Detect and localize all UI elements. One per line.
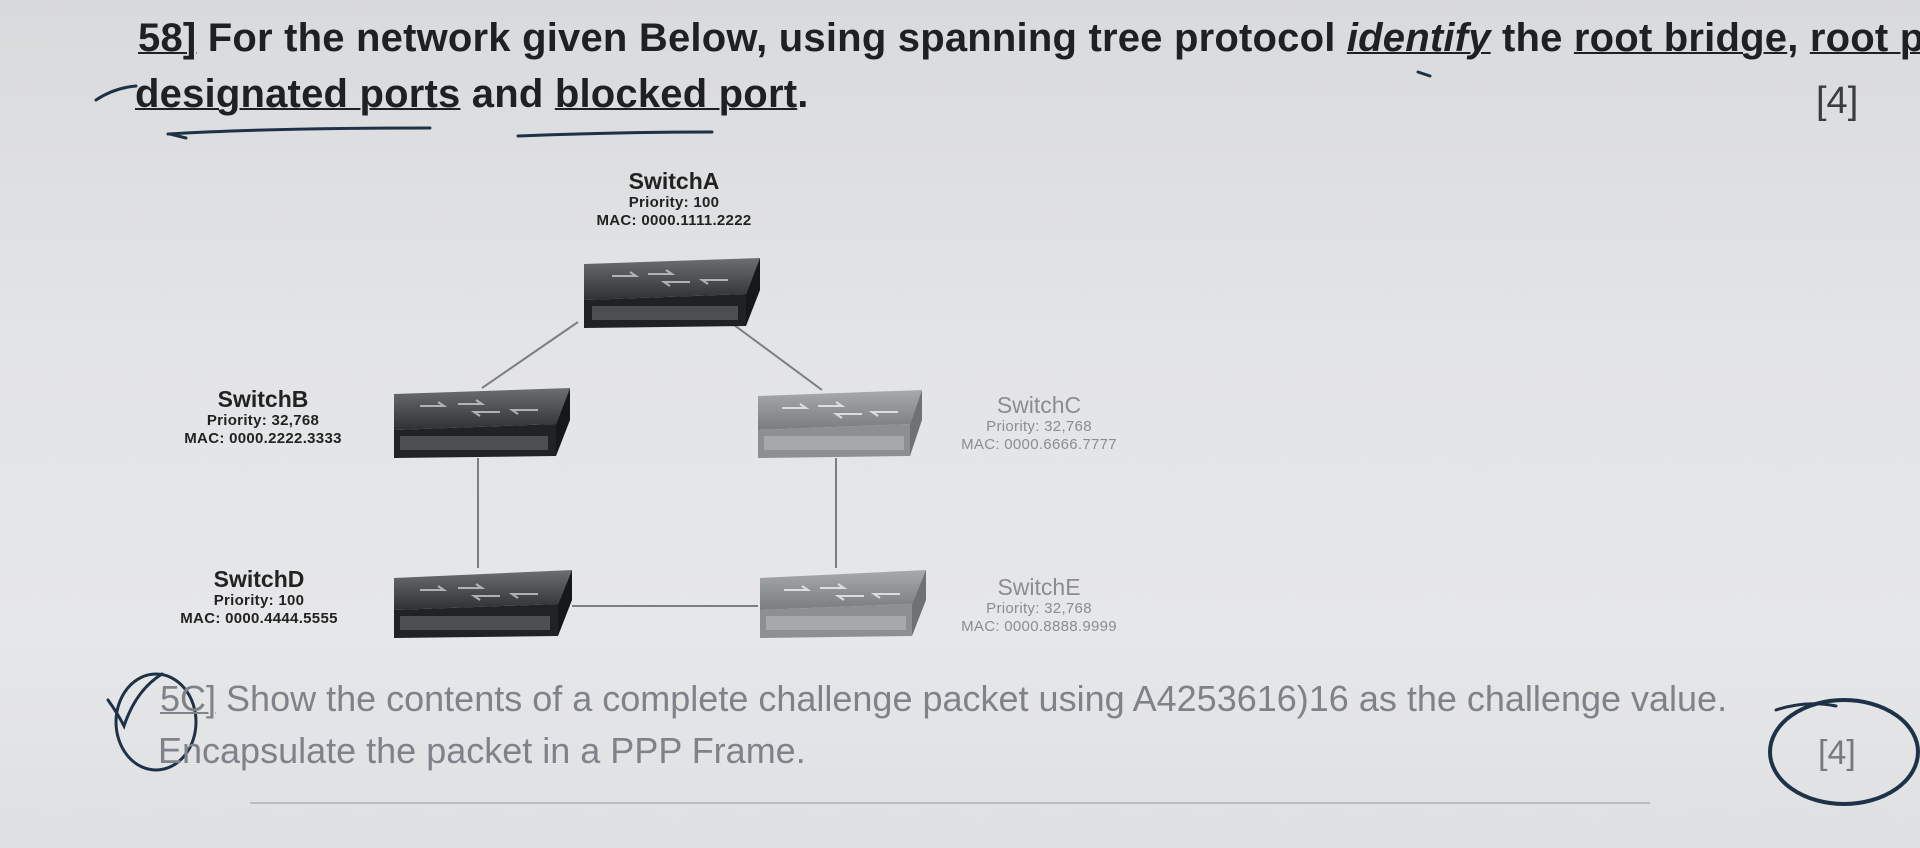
question-5c-line-1: 5C] Show the contents of a complete chal… — [160, 678, 1727, 720]
switch-d-label: SwitchD Priority: 100 MAC: 0000.4444.555… — [134, 566, 384, 627]
pen-check-5c — [106, 672, 164, 730]
switch-c-name: SwitchC — [996, 392, 1082, 418]
pen-dash-left — [94, 84, 138, 102]
pen-hook-designated — [168, 132, 188, 140]
link-a-c — [729, 321, 823, 391]
question-5c-line-2: Encapsulate the packet in a PPP Frame. — [158, 730, 806, 772]
question-58-text-the: the — [1490, 16, 1574, 60]
question-5c-marks: [4] — [1818, 734, 1856, 772]
switch-e-name: SwitchE — [997, 574, 1081, 600]
switch-b-name: SwitchB — [217, 386, 309, 412]
question-58-line-1: 58] For the network given Below, using s… — [138, 16, 1920, 61]
switch-b-mac: MAC: 0000.2222.3333 — [184, 429, 342, 447]
switch-e-icon — [760, 570, 926, 638]
switch-d-priority: Priority: 100 — [213, 592, 305, 610]
pen-tick-5c — [1774, 702, 1838, 712]
switch-b-priority: Priority: 32,768 — [206, 412, 320, 430]
link-a-b — [481, 321, 579, 389]
switch-e-priority: Priority: 32,768 — [986, 600, 1092, 618]
question-58-sep: , — [1787, 16, 1810, 60]
switch-c-label: SwitchC Priority: 32,768 MAC: 0000.6666.… — [934, 392, 1144, 453]
pen-underline-designated — [166, 126, 432, 136]
switch-a-name: SwitchA — [628, 168, 720, 194]
question-58-text-and: and — [460, 72, 555, 116]
question-58-identify: identify — [1346, 16, 1491, 60]
switch-d-mac: MAC: 0000.4444.5555 — [180, 609, 338, 627]
switch-a-mac: MAC: 0000.1111.2222 — [596, 211, 752, 229]
switch-b-label: SwitchB Priority: 32,768 MAC: 0000.2222.… — [138, 386, 388, 447]
switch-a-priority: Priority: 100 — [628, 194, 720, 212]
switch-b-icon — [394, 388, 570, 458]
question-58-root-bridge: root bridge — [1573, 16, 1788, 60]
question-58-line-2: designated ports and blocked port. — [135, 72, 809, 117]
question-58-text-a: For the network given Below, using spann… — [196, 16, 1347, 60]
question-5c-text-2: Encapsulate the packet in a PPP Frame. — [158, 730, 806, 771]
switch-e-mac: MAC: 0000.8888.9999 — [961, 617, 1117, 635]
switch-d-name: SwitchD — [213, 566, 305, 592]
switch-a-label: SwitchA Priority: 100 MAC: 0000.1111.222… — [574, 168, 774, 229]
pen-mark-root-bridge — [1416, 70, 1432, 78]
question-58-period: . — [797, 72, 809, 116]
switch-a-icon — [584, 258, 760, 328]
question-58-root-ports: root ports, — [1809, 16, 1920, 60]
page-rule — [250, 802, 1650, 804]
pen-circle-marks-5c — [1768, 698, 1920, 806]
pen-marks — [94, 70, 1920, 806]
question-58-number: 58] — [138, 16, 197, 60]
switch-c-priority: Priority: 32,768 — [986, 418, 1092, 436]
question-5c-text-1: Show the contents of a complete challeng… — [216, 678, 1728, 719]
links — [477, 321, 837, 607]
switch-c-mac: MAC: 0000.6666.7777 — [961, 435, 1117, 453]
question-5c-number: 5C] — [160, 678, 217, 719]
question-58-designated-ports: designated ports — [135, 72, 461, 116]
question-58-blocked-port: blocked port — [554, 72, 798, 116]
pen-underline-blocked — [516, 130, 714, 138]
switch-e-label: SwitchE Priority: 32,768 MAC: 0000.8888.… — [934, 574, 1144, 635]
switch-d-icon — [394, 570, 572, 638]
question-58-marks: [4] — [1816, 80, 1859, 122]
switch-c-icon — [758, 390, 922, 458]
pen-circle-5c — [114, 672, 198, 772]
